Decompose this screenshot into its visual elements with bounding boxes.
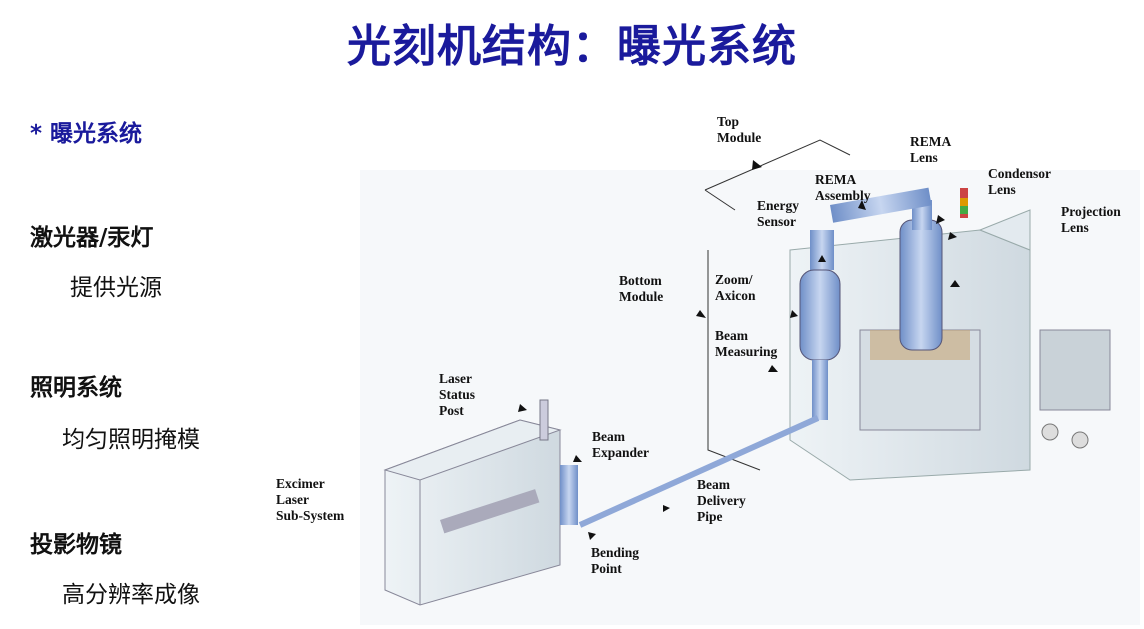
label-projection-lens: Projection Lens bbox=[1061, 204, 1121, 235]
label-beam-measuring: Beam Measuring bbox=[715, 328, 778, 359]
item-laser-name: 激光器/汞灯 bbox=[30, 225, 154, 251]
label-zoom-axicon: Zoom/ Axicon bbox=[715, 272, 756, 303]
label-energy-sensor: Energy Sensor bbox=[757, 198, 799, 229]
label-condensor-lens: Condensor Lens bbox=[988, 166, 1052, 197]
item-laser-desc: 提供光源 bbox=[70, 275, 162, 301]
label-bending-point: Bending Point bbox=[591, 545, 640, 576]
exposure-tool bbox=[789, 187, 1111, 481]
excimer-laser-cabinet bbox=[383, 399, 578, 606]
label-arrows bbox=[518, 160, 960, 540]
label-top-module: Top Module bbox=[717, 114, 762, 145]
beam-delivery-pipe bbox=[578, 415, 820, 528]
slide-title: 光刻机结构：曝光系统 bbox=[347, 21, 797, 72]
label-excimer-laser: Excimer Laser Sub-System bbox=[276, 476, 345, 523]
label-laser-status-post: Laser Status Post bbox=[439, 371, 476, 418]
label-beam-expander: Beam Expander bbox=[592, 429, 650, 460]
label-beam-delivery-pipe: Beam Delivery Pipe bbox=[697, 477, 746, 524]
item-projection-desc: 高分辨率成像 bbox=[62, 582, 200, 608]
label-rema-lens: REMA Lens bbox=[910, 134, 952, 165]
item-illumination-name: 照明系统 bbox=[30, 375, 122, 401]
item-illumination-desc: 均匀照明掩模 bbox=[62, 427, 200, 453]
section-heading: * 曝光系统 bbox=[30, 121, 143, 147]
label-bottom-module: Bottom Module bbox=[619, 273, 664, 304]
label-rema-assembly: REMA Assembly bbox=[815, 172, 871, 203]
item-projection-name: 投影物镜 bbox=[30, 532, 122, 558]
